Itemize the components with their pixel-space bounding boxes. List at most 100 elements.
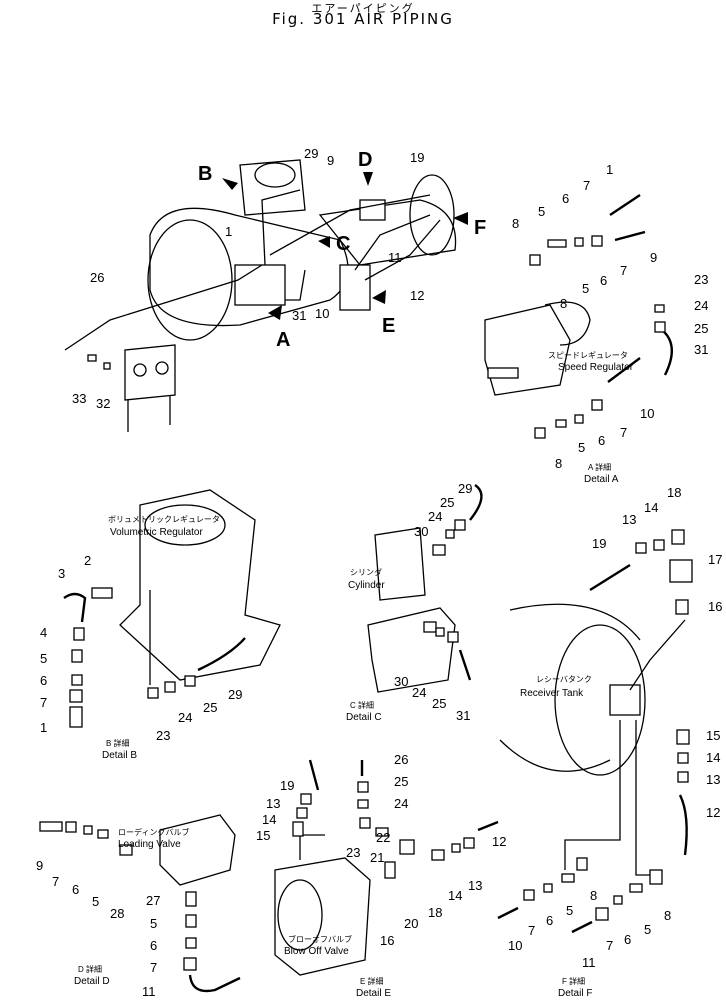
ov-part-9: 9 xyxy=(327,153,334,168)
elbow-d-28 xyxy=(119,844,133,856)
blow-off-valve-label: Blow Off Valve xyxy=(284,946,349,957)
connector-f-15 xyxy=(676,729,690,745)
pipe-f-12 xyxy=(678,794,688,856)
b-part-7: 7 xyxy=(40,695,47,710)
pipe-f-right-line xyxy=(635,720,660,876)
blow-off-valve-label-jp: ブローオフバルブ xyxy=(288,934,352,944)
detail-c-caption-jp: C 詳細 xyxy=(350,700,374,710)
pipe-f-11 xyxy=(571,920,593,934)
view-arrow-a xyxy=(268,305,282,320)
cylinder-label: Cylinder xyxy=(348,580,385,591)
adjusting-screw xyxy=(487,367,519,379)
a-part-6c: 6 xyxy=(598,433,605,448)
pipe-f-left-line xyxy=(564,720,621,870)
tank-bottom-curve xyxy=(499,739,611,772)
elbow-b-3 xyxy=(63,592,87,623)
tee-f-17 xyxy=(669,559,693,583)
figure-title: Fig. 301 AIR PIPING xyxy=(272,10,454,28)
elbow-f-18 xyxy=(671,529,685,545)
d-part-7b: 7 xyxy=(150,960,157,975)
e-part-20: 20 xyxy=(404,916,418,931)
view-arrow-f xyxy=(453,212,468,225)
e-part-24: 24 xyxy=(394,796,408,811)
elbow-a-8-top xyxy=(529,254,541,266)
d-part-9: 9 xyxy=(36,858,43,873)
nut-c-25-top xyxy=(454,519,466,531)
c-part-31: 31 xyxy=(456,708,470,723)
fb-part-8b: 8 xyxy=(664,908,671,923)
speed-regulator-label: Speed Regulator xyxy=(558,362,634,373)
pipe-a-9 xyxy=(614,230,646,242)
blow-off-valve-body xyxy=(339,264,371,311)
ov-part-10: 10 xyxy=(315,306,329,321)
cylinder xyxy=(374,527,426,601)
nut-e-14-right xyxy=(451,843,461,853)
e-part-13: 13 xyxy=(266,796,280,811)
fb-part-8: 8 xyxy=(590,888,597,903)
a-part-8c: 8 xyxy=(555,456,562,471)
a-part-24: 24 xyxy=(694,298,708,313)
elbow-f-8-left xyxy=(576,857,588,871)
detail-f-caption: Detail F xyxy=(558,988,592,999)
view-label-e: E xyxy=(382,315,395,337)
view-label-c: C xyxy=(336,233,350,255)
view-arrow-e xyxy=(372,290,386,304)
c-part-30b: 30 xyxy=(394,674,408,689)
elbow-e-18 xyxy=(431,849,445,861)
gauge-panel xyxy=(124,344,176,401)
sleeve-d-6-top xyxy=(83,825,93,835)
e-part-16: 16 xyxy=(380,933,394,948)
speed-regulator xyxy=(484,304,571,396)
c-part-24b: 24 xyxy=(412,685,426,700)
pipe-e-line xyxy=(299,834,325,860)
f-part-13b: 13 xyxy=(706,772,720,787)
b-part-4: 4 xyxy=(40,625,47,640)
volumetric-regulator-label: Volumetric Regulator xyxy=(110,527,203,538)
pipe-a-10 xyxy=(607,357,641,383)
view-label-b: B xyxy=(198,163,212,185)
right-end-cap xyxy=(409,174,455,256)
nipple-e-21 xyxy=(375,827,389,837)
detail-b-caption: Detail B xyxy=(102,750,137,761)
ov-part-19: 19 xyxy=(410,150,424,165)
detail-a-caption-jp: A 詳細 xyxy=(588,462,611,472)
pipe-e-19 xyxy=(308,759,320,791)
elbow-a-8-bottom xyxy=(534,427,546,439)
sleeve-f-6-right xyxy=(613,895,623,905)
pipe-f-19 xyxy=(589,563,631,592)
upper-flange xyxy=(239,159,306,216)
a-part-8: 8 xyxy=(512,216,519,231)
sleeve-e-13-right xyxy=(463,837,475,849)
d-part-11: 11 xyxy=(142,984,156,999)
a-part-5: 5 xyxy=(538,204,545,219)
fitting-32 xyxy=(103,362,111,370)
gauge-left xyxy=(133,363,147,377)
cylinder-cover xyxy=(367,607,456,693)
a-part-6: 6 xyxy=(562,191,569,206)
nut-f-7-left xyxy=(523,889,535,901)
speed-regulator-label-jp: スピードレギュレータ xyxy=(548,351,628,360)
c-part-30: 30 xyxy=(414,524,428,539)
a-part-7c: 7 xyxy=(620,425,627,440)
regulator-spring-housing xyxy=(544,301,591,346)
a-part-7: 7 xyxy=(583,178,590,193)
tee-e-22 xyxy=(399,839,415,855)
nipple-b-5 xyxy=(71,649,83,663)
detail-c: 29 25 24 30 30 24 25 31 シリンダ Cylinder C … xyxy=(346,481,483,723)
fb-part-5: 5 xyxy=(566,903,573,918)
d-part-7: 7 xyxy=(52,874,59,889)
detail-b: 2 3 4 5 6 7 1 23 24 25 29 ボリュメトリックレギュレータ… xyxy=(40,489,281,761)
a-part-5b: 5 xyxy=(582,281,589,296)
sleeve-f-6-left xyxy=(543,883,553,893)
view-label-d: D xyxy=(358,149,372,171)
cylinder-label-jp: シリンダ xyxy=(350,567,382,577)
sleeve-a-6-bottom xyxy=(574,414,584,424)
ov-part-29: 29 xyxy=(304,146,318,161)
sleeve-c-24-top xyxy=(445,529,455,539)
e-part-14: 14 xyxy=(262,812,276,827)
e-part-22: 22 xyxy=(376,830,390,845)
connector-e-15 xyxy=(292,821,304,837)
pipe-12 xyxy=(364,219,441,281)
pipe-c-29 xyxy=(469,484,483,521)
gauge-right xyxy=(155,361,169,375)
